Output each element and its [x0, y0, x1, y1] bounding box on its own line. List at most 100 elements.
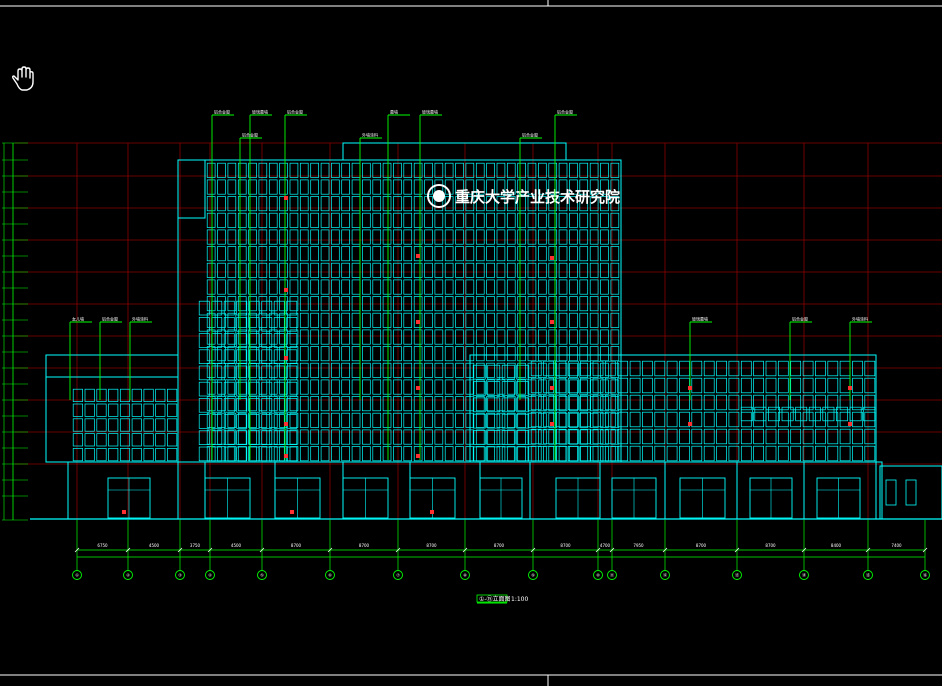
- tower-window: [393, 279, 402, 295]
- tower-window: [527, 296, 537, 312]
- tower-window: [569, 179, 578, 195]
- tower-window: [320, 362, 330, 378]
- podium-window: [740, 377, 752, 394]
- curtain-wall-panel: [155, 448, 166, 462]
- tower-window: [486, 262, 495, 278]
- curtain-wall-panel: [72, 448, 83, 462]
- podium-window: [802, 394, 814, 411]
- tower-window: [289, 296, 299, 312]
- podium-band-panel: [863, 406, 876, 422]
- lower-window: [236, 365, 248, 381]
- podium-window: [567, 360, 579, 377]
- tower-window: [589, 412, 599, 428]
- tower-window: [227, 162, 237, 178]
- tower-window: [393, 429, 402, 445]
- tower-window: [517, 346, 526, 362]
- tower-window: [610, 362, 620, 378]
- tower-window: [517, 212, 526, 228]
- tower-window: [341, 196, 350, 212]
- dim-label: 8700: [765, 543, 776, 548]
- tower-window: [237, 296, 247, 312]
- podium-window: [839, 445, 851, 462]
- dim-tick: [74, 547, 80, 553]
- lower-window: [273, 365, 285, 381]
- curtain-wall-panel: [108, 403, 119, 417]
- podium-window: [666, 428, 678, 445]
- tower-window: [341, 446, 350, 462]
- red-marker: [688, 386, 692, 390]
- tower-window: [268, 162, 278, 178]
- red-marker: [550, 256, 554, 260]
- red-marker: [550, 320, 554, 324]
- podium-window: [543, 428, 554, 445]
- tower-window: [527, 279, 537, 295]
- tower-window: [496, 296, 506, 312]
- podium-window: [555, 428, 567, 445]
- curtain-wall-panel: [143, 433, 154, 447]
- podium-window: [666, 377, 678, 394]
- tower-window: [393, 212, 402, 228]
- tower-window: [299, 379, 309, 395]
- tower-window: [610, 329, 620, 345]
- tower-window: [424, 162, 433, 178]
- tower-window: [268, 229, 278, 245]
- tower-window: [382, 362, 392, 378]
- podium-window: [728, 377, 740, 394]
- tower-window: [372, 412, 382, 428]
- podium-window: [654, 445, 666, 462]
- tower-window: [538, 412, 547, 428]
- podium-window: [629, 445, 641, 462]
- curtain-wall-panel: [143, 403, 154, 417]
- tower-window: [600, 229, 609, 245]
- podium-window: [852, 377, 863, 394]
- lower-window: [236, 414, 248, 429]
- tower-window: [227, 229, 237, 245]
- tower-window: [506, 346, 516, 362]
- tower-window: [393, 312, 402, 328]
- tower-window: [237, 229, 247, 245]
- lower-window: [286, 349, 298, 364]
- tower-window: [227, 179, 237, 195]
- tower-window: [527, 229, 537, 245]
- tower-window: [279, 162, 288, 178]
- tower-window: [600, 279, 609, 295]
- tower-window: [413, 246, 423, 262]
- axis-bubble: [325, 570, 335, 580]
- tower-window: [496, 329, 506, 345]
- tower-window: [558, 329, 568, 345]
- tower-window: [465, 396, 475, 412]
- tower-window: [548, 412, 558, 428]
- tower-window: [496, 429, 506, 445]
- podium-window: [740, 445, 752, 462]
- red-marker: [688, 422, 692, 426]
- tower-window: [413, 212, 423, 228]
- podium-window: [642, 377, 653, 394]
- tower-window: [279, 429, 288, 445]
- dim-tick: [177, 547, 183, 553]
- tower-window: [320, 196, 330, 212]
- tower-window: [351, 312, 361, 328]
- podium-window: [543, 394, 554, 411]
- tower-window: [248, 412, 257, 428]
- tower-window: [372, 179, 382, 195]
- podium-window: [629, 360, 641, 377]
- podium-window: [802, 428, 814, 445]
- tower-window: [351, 262, 361, 278]
- tower-window: [258, 446, 268, 462]
- tower-window: [268, 279, 278, 295]
- lower-window: [211, 349, 223, 364]
- tower-window: [538, 379, 547, 395]
- lower-window: [223, 349, 235, 364]
- curtain-wall-panel: [487, 430, 501, 445]
- tower-window: [331, 212, 340, 228]
- tower-window: [341, 296, 350, 312]
- podium-window: [654, 428, 666, 445]
- tower-window: [351, 162, 361, 178]
- tower-window: [268, 246, 278, 262]
- podium-window: [642, 411, 653, 428]
- tower-window: [413, 262, 423, 278]
- dim-label: 8700: [291, 543, 302, 548]
- tower-window: [268, 312, 278, 328]
- tower-window: [362, 329, 371, 345]
